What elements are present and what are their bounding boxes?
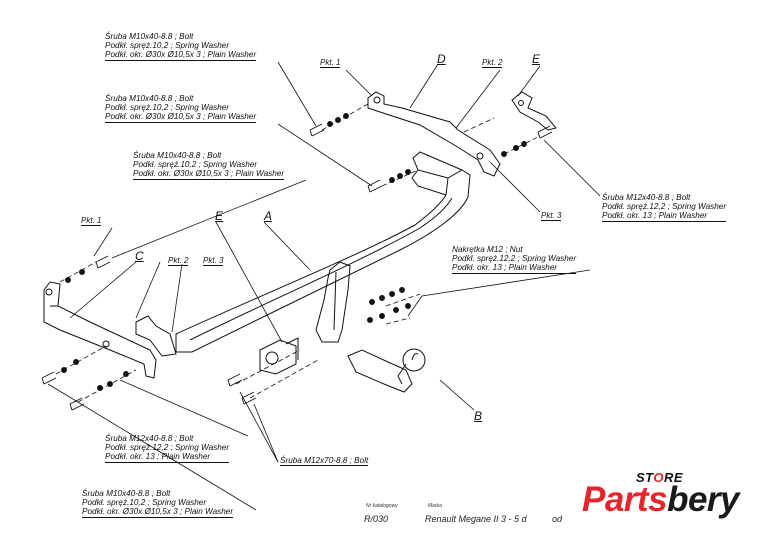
partsbery-logo: Partsbery bbox=[582, 480, 739, 520]
part-letter-c: C bbox=[135, 249, 144, 263]
callout-line: Śruba M10x40-8.8 ; Bolt bbox=[82, 489, 171, 498]
brand-label: Marka bbox=[428, 503, 442, 509]
callout-line: Śruba M12x70-8.8 ; Bolt bbox=[280, 456, 369, 467]
logo-store-post: RE bbox=[664, 470, 684, 485]
callout-line: Podkł. spręż.12,2 ; Spring Washer bbox=[452, 254, 577, 264]
catalog-number-value: R/030 bbox=[364, 514, 389, 524]
callout-line: Podkł. spręż.10,2 ; Spring Washer bbox=[82, 498, 207, 508]
callout-line: Podkł. okr. Ø30x Ø10,5x 3 ; Plain Washer bbox=[133, 169, 285, 180]
catalog-number-label: Nr katalogowy bbox=[366, 503, 398, 509]
callout-line: Śruba M10x40-8.8 ; Bolt bbox=[105, 94, 194, 103]
cross-beam-a bbox=[175, 151, 471, 353]
point-label-pkt3-right: Pkt. 3 bbox=[541, 211, 562, 221]
point-label-pkt1-top: Pkt. 1 bbox=[320, 58, 341, 68]
point-label-pkt1-left: Pkt. 1 bbox=[81, 216, 102, 226]
logo-bery-word: bery bbox=[667, 480, 739, 519]
callout-line: Śruba M10x40-8.8 ; Bolt bbox=[105, 32, 194, 41]
callout-top-bolt-3: Śruba M10x40-8.8 ; Bolt Podkł. spręż.10,… bbox=[133, 151, 285, 180]
od-value: od bbox=[552, 514, 563, 524]
point-label-pkt2-left: Pkt. 2 bbox=[168, 256, 189, 266]
callout-line: Śruba M12x40-8.8 ; Bolt bbox=[602, 193, 691, 202]
logo-store-pre: ST bbox=[636, 470, 654, 485]
ball-mount-b bbox=[347, 348, 426, 393]
callout-line: Podkł. okr. Ø30x Ø10,5x 3 ; Plain Washer bbox=[105, 50, 257, 61]
leader-lines bbox=[47, 61, 601, 511]
logo-store-o: O bbox=[653, 470, 665, 485]
point-label-pkt2-top: Pkt. 2 bbox=[482, 58, 503, 68]
socket-plate bbox=[259, 337, 299, 375]
point-label-pkt3-left: Pkt. 3 bbox=[203, 256, 224, 266]
callout-bottom-m10: Śruba M10x40-8.8 ; Bolt Podkł. spręż.10,… bbox=[82, 489, 234, 518]
callout-line: Podkł. spręż.12,2 ; Spring Washer bbox=[602, 202, 727, 212]
part-letter-a: A bbox=[264, 209, 273, 223]
callout-line: Podkł. okr. 13 ; Plain Washer bbox=[452, 263, 577, 274]
callout-line: Nakrętka M12 ; Nut bbox=[452, 245, 523, 254]
callout-line: Podkł. okr. Ø30x Ø10,5x 3 ; Plain Washer bbox=[105, 112, 257, 123]
logo-parts-word: Parts bbox=[582, 480, 668, 519]
callout-bottom-m12: Śruba M12x40-8.8 ; Bolt Podkł. spręż.12,… bbox=[105, 434, 230, 463]
callout-line: Śruba M10x40-8.8 ; Bolt bbox=[133, 151, 222, 160]
callout-m12x70: Śruba M12x70-8.8 ; Bolt bbox=[280, 456, 369, 467]
bracket-d bbox=[367, 91, 501, 177]
callout-line: Podkł. spręż.12,2 ; Spring Washer bbox=[105, 443, 230, 453]
callout-top-bolt-1: Śruba M10x40-8.8 ; Bolt Podkł. spręż.10,… bbox=[105, 32, 257, 61]
drop-bracket bbox=[315, 261, 351, 343]
store-logo-text: STORE bbox=[636, 470, 683, 485]
callout-line: Podkł. spręż.10,2 ; Spring Washer bbox=[133, 160, 258, 170]
callout-line: Podkł. okr. 13 ; Plain Washer bbox=[105, 452, 230, 463]
callout-line: Podkł. spręż.10,2 ; Spring Washer bbox=[105, 41, 230, 51]
callout-right-bolt: Śruba M12x40-8.8 ; Bolt Podkł. spręż.12,… bbox=[602, 193, 727, 222]
callout-line: Podkł. okr. 13 ; Plain Washer bbox=[602, 211, 727, 222]
fasteners bbox=[41, 113, 553, 411]
callout-line: Podkł. okr. Ø30x Ø10,5x 3 ; Plain Washer bbox=[82, 507, 234, 518]
bracket-e-top bbox=[511, 91, 557, 131]
part-letter-b: B bbox=[474, 409, 483, 423]
part-letter-e-top: E bbox=[532, 52, 541, 66]
part-letter-d: D bbox=[437, 52, 446, 66]
callout-line: Śruba M12x40-8.8 ; Bolt bbox=[105, 434, 194, 443]
callout-line: Podkł. spręż.10,2 ; Spring Washer bbox=[105, 103, 230, 113]
bracket-c bbox=[43, 281, 177, 379]
brand-value: Renault Megane II 3 - 5 d bbox=[425, 514, 527, 524]
part-letter-e-mid: E bbox=[215, 209, 224, 223]
callout-top-bolt-2: Śruba M10x40-8.8 ; Bolt Podkł. spręż.10,… bbox=[105, 94, 257, 123]
callout-nut: Nakrętka M12 ; Nut Podkł. spręż.12,2 ; S… bbox=[452, 245, 577, 274]
